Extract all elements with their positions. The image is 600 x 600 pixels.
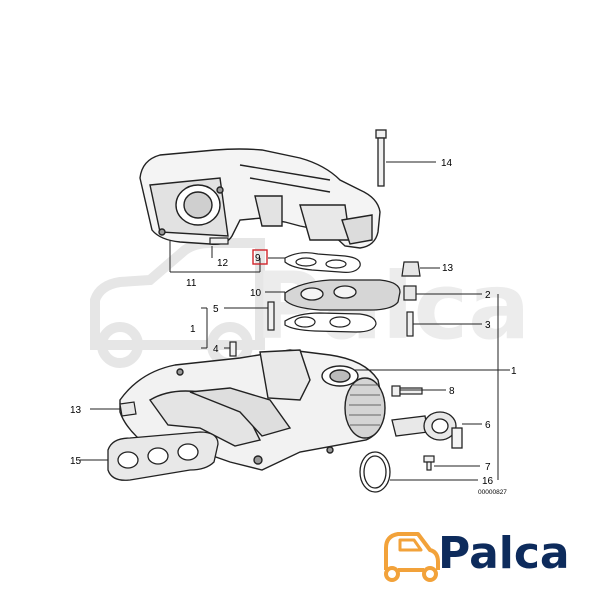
idle-valve-6 xyxy=(391,411,463,449)
stud-12 xyxy=(209,237,229,245)
o-ring-16 xyxy=(359,451,391,493)
truck-icon xyxy=(384,532,440,582)
bolt-7 xyxy=(423,455,435,471)
intake-manifold-upper xyxy=(139,148,381,249)
palca-logo: Palca xyxy=(384,528,570,582)
callout-12: 12 xyxy=(217,258,229,269)
gasket-9 xyxy=(284,252,361,273)
callout-15: 15 xyxy=(70,456,82,467)
stud-5 xyxy=(267,301,275,331)
callout-9: 9 xyxy=(255,253,261,264)
bolt-8 xyxy=(391,385,423,397)
callout-13: 13 xyxy=(442,263,454,274)
nut-13 xyxy=(401,261,421,277)
callout-1-right: 1 xyxy=(511,366,517,377)
highlight-box-9 xyxy=(252,249,268,265)
callout-14: 14 xyxy=(441,158,453,169)
callout-16: 16 xyxy=(482,476,494,487)
palca-logo-text: Palca xyxy=(438,528,570,579)
callout-4: 4 xyxy=(213,344,219,355)
bolt-14 xyxy=(375,129,387,187)
gasket-lower xyxy=(284,312,377,333)
callout-13-lower: 13 xyxy=(70,405,82,416)
diagram-reference-number: 00000827 xyxy=(478,489,507,496)
callout-3: 3 xyxy=(485,320,491,331)
callout-1-left: 1 xyxy=(190,324,196,335)
callout-11: 11 xyxy=(186,278,197,289)
stud-3 xyxy=(406,311,414,337)
plate-10 xyxy=(284,279,401,311)
callout-10: 10 xyxy=(250,288,262,299)
spacer-2 xyxy=(403,285,417,301)
callout-2: 2 xyxy=(485,290,491,301)
callout-5: 5 xyxy=(213,304,219,315)
leader-lines xyxy=(80,161,510,481)
callout-6: 6 xyxy=(485,420,491,431)
callout-7: 7 xyxy=(485,462,491,473)
callout-labels: 14 9 13 12 11 10 2 5 3 1 4 1 8 13 6 15 7… xyxy=(70,158,517,487)
stud-4 xyxy=(229,341,237,357)
gasket-15 xyxy=(107,431,219,481)
callout-8: 8 xyxy=(449,386,455,397)
nut-13-lower xyxy=(119,401,137,417)
